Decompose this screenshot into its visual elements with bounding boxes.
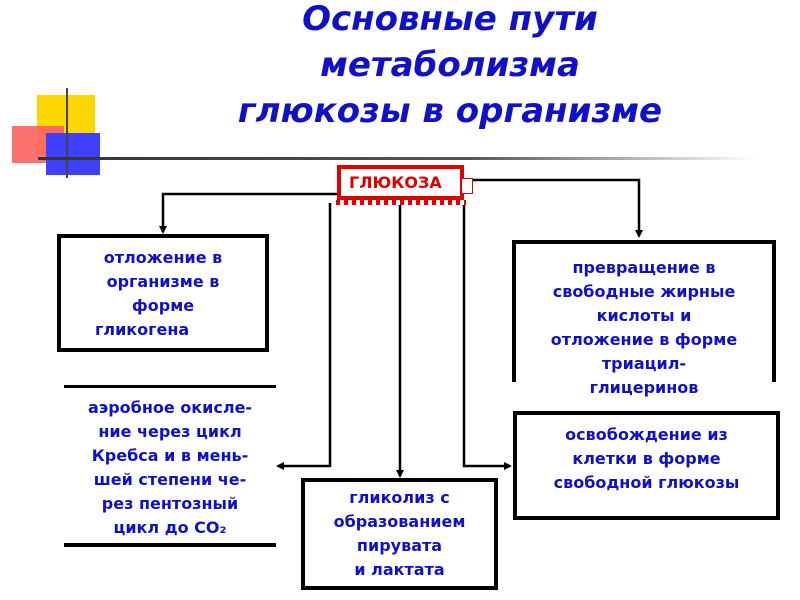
glycogen-line: организме в	[106, 272, 220, 291]
aerobic-oxidation-box: аэробное окисле- ние через цикл Кребса и…	[64, 385, 276, 547]
glucose-box-handle	[461, 178, 473, 194]
fatty-acids-line: превращение в	[572, 258, 716, 277]
glycolysis-line: образованием	[333, 512, 466, 531]
aerobic-line: Кребса и в мень-	[91, 446, 249, 465]
release-line: клетки в форме	[572, 449, 721, 468]
fatty-acids-box: превращение в свободные жирные кислоты и…	[512, 240, 776, 397]
glycogen-line: отложение в	[103, 248, 223, 267]
aerobic-line: шей степени че-	[93, 470, 247, 489]
glycogen-box: отложение в организме в форме гликогена	[57, 234, 269, 352]
title-line-2: метаболизма	[320, 45, 580, 85]
arrow-to-glycogen	[159, 192, 337, 234]
fatty-acids-line: кислоты и	[596, 306, 692, 325]
glycolysis-line: пирувата	[356, 536, 443, 555]
aerobic-line: рез пентозный	[101, 494, 239, 513]
arrow-to-fatty-acids	[464, 178, 643, 238]
fatty-acids-line: отложение в форме	[550, 330, 738, 349]
decor-blue-square	[46, 133, 100, 175]
title-divider	[38, 157, 758, 160]
aerobic-line: цикл до CO₂	[113, 518, 227, 537]
glycolysis-line: и лактата	[354, 560, 445, 579]
glycogen-line: форме	[131, 296, 195, 315]
aerobic-line: ние через цикл	[98, 422, 242, 441]
decor-vertical-line	[66, 88, 68, 178]
glucose-box-shadow	[336, 200, 466, 205]
glucose-release-box: освобождение из клетки в форме свободной…	[513, 411, 780, 520]
glucose-box: ГЛЮКОЗА	[337, 165, 464, 200]
page-title: Основные пути метаболизма глюкозы в орга…	[150, 0, 750, 134]
glycolysis-box: гликолиз с образованием пирувата и лакта…	[301, 478, 498, 590]
title-line-3: глюкозы в организме	[237, 91, 663, 131]
arrow-to-aerobic	[276, 203, 332, 470]
fatty-acids-line: свободные жирные	[552, 282, 736, 301]
aerobic-line: аэробное окисле-	[87, 398, 253, 417]
release-line: свободной глюкозы	[553, 473, 740, 492]
glycolysis-line: гликолиз с	[349, 488, 450, 507]
fatty-acids-line: триацил-	[601, 354, 687, 373]
release-line: освобождение из	[565, 425, 728, 444]
fatty-acids-line: глицеринов	[589, 378, 699, 397]
arrow-to-release	[462, 203, 512, 470]
glycogen-line: гликогена	[95, 320, 190, 339]
glucose-label: ГЛЮКОЗА	[349, 173, 442, 192]
title-line-1: Основные пути	[302, 0, 598, 39]
